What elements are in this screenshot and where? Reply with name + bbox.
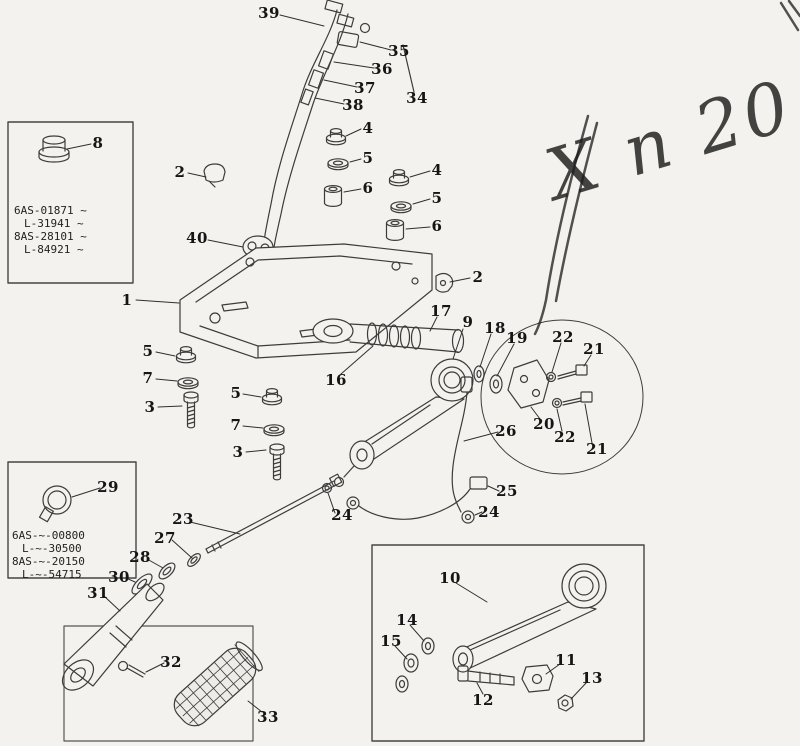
detail-box-grip — [63, 625, 254, 742]
callout-label: 30 — [108, 568, 130, 586]
callout-label: 13 — [581, 669, 603, 687]
callout-label: 3 — [232, 443, 244, 461]
part-wiring — [321, 376, 488, 524]
part-bracket — [179, 243, 433, 359]
callout-label: 6 — [431, 217, 443, 235]
part-number-line: L-~-54715 — [22, 568, 82, 581]
callout-label: 5 — [142, 342, 154, 360]
part-number-line: 8AS-~-20150 — [12, 555, 85, 568]
part-number-line: L-31941 ~ — [24, 217, 84, 230]
part-cable-clamp-right — [435, 272, 454, 293]
callout-label: 33 — [257, 708, 279, 726]
part-grip — [173, 641, 263, 727]
callout-label: 36 — [371, 60, 393, 78]
callout-label: 24 — [331, 506, 353, 524]
callout-label: 22 — [552, 328, 574, 346]
callout-label: 27 — [154, 529, 176, 547]
part-handle-tube — [61, 582, 165, 691]
handwritten-note: X n 20 — [532, 64, 800, 218]
callout-label: 2 — [174, 163, 186, 181]
callout-label: 22 — [554, 428, 576, 446]
callout-label: 21 — [586, 440, 608, 458]
callout-label: 9 — [462, 313, 474, 331]
callout-label: 8 — [92, 134, 104, 152]
detail-box-handle — [371, 544, 645, 742]
callout-label: 10 — [439, 569, 461, 587]
part-number-line: 6AS-01871 ~ — [14, 204, 87, 217]
callout-label: 40 — [186, 229, 208, 247]
callout-label: 17 — [430, 302, 452, 320]
callout-label: 38 — [342, 96, 364, 114]
part-number-line: 8AS-28101 ~ — [14, 230, 87, 243]
callout-label: 7 — [142, 369, 154, 387]
callout-label: 5 — [431, 189, 443, 207]
part-throttle-cables — [262, 0, 415, 260]
callout-label: 4 — [431, 161, 443, 179]
callout-label: 23 — [172, 510, 194, 528]
callout-label: 35 — [388, 42, 410, 60]
callout-label: 19 — [506, 329, 528, 347]
part-number-line: L-~-30500 — [22, 542, 82, 555]
leader-lines — [66, 14, 593, 713]
part-clamp-ring — [38, 485, 72, 523]
part-detail-circle — [480, 319, 644, 475]
part-handle-arm-detail — [395, 563, 607, 712]
part-steering-tube — [349, 322, 465, 354]
part-swivel-arm — [333, 358, 474, 488]
callout-label: 5 — [230, 384, 242, 402]
callout-label: 28 — [129, 548, 151, 566]
part-number-box-lower — [7, 461, 137, 579]
callout-label: 29 — [97, 478, 119, 496]
callout-label: 25 — [496, 482, 518, 500]
callout-label: 4 — [362, 119, 374, 137]
callout-label: 26 — [495, 422, 517, 440]
callout-label: 32 — [160, 653, 182, 671]
callout-label: 18 — [484, 319, 506, 337]
callout-label: 3 — [144, 398, 156, 416]
callout-label: 6 — [362, 179, 374, 197]
callout-label: 2 — [472, 268, 484, 286]
callout-label: 5 — [362, 149, 374, 167]
part-cap — [38, 135, 70, 163]
part-number-list-upper: 6AS-01871 ~ L-31941 ~ 8AS-28101 ~ L-8492… — [14, 204, 87, 256]
callout-label: 21 — [583, 340, 605, 358]
callout-label: 20 — [533, 415, 555, 433]
part-number-line: L-84921 ~ — [24, 243, 84, 256]
callout-label: 1 — [121, 291, 133, 309]
callout-label: 7 — [230, 416, 242, 434]
callout-label: 34 — [406, 89, 428, 107]
callout-label: 15 — [380, 632, 402, 650]
callout-label: 14 — [396, 611, 418, 629]
callout-label: 39 — [258, 4, 280, 22]
part-cable-clamp-left — [203, 163, 226, 188]
part-number-box-upper — [7, 121, 134, 284]
part-washers-18-19 — [473, 365, 503, 394]
callout-label: 31 — [87, 584, 109, 602]
part-number-list-lower: 6AS-~-00800 L-~-30500 8AS-~-20150 L-~-54… — [12, 529, 85, 581]
callout-label: 12 — [472, 691, 494, 709]
callout-label: 37 — [354, 79, 376, 97]
callout-label: 24 — [478, 503, 500, 521]
handwriting-marks — [533, 0, 800, 336]
callout-label: 16 — [325, 371, 347, 389]
part-number-line: 6AS-~-00800 — [12, 529, 85, 542]
callout-label: 11 — [555, 651, 577, 669]
